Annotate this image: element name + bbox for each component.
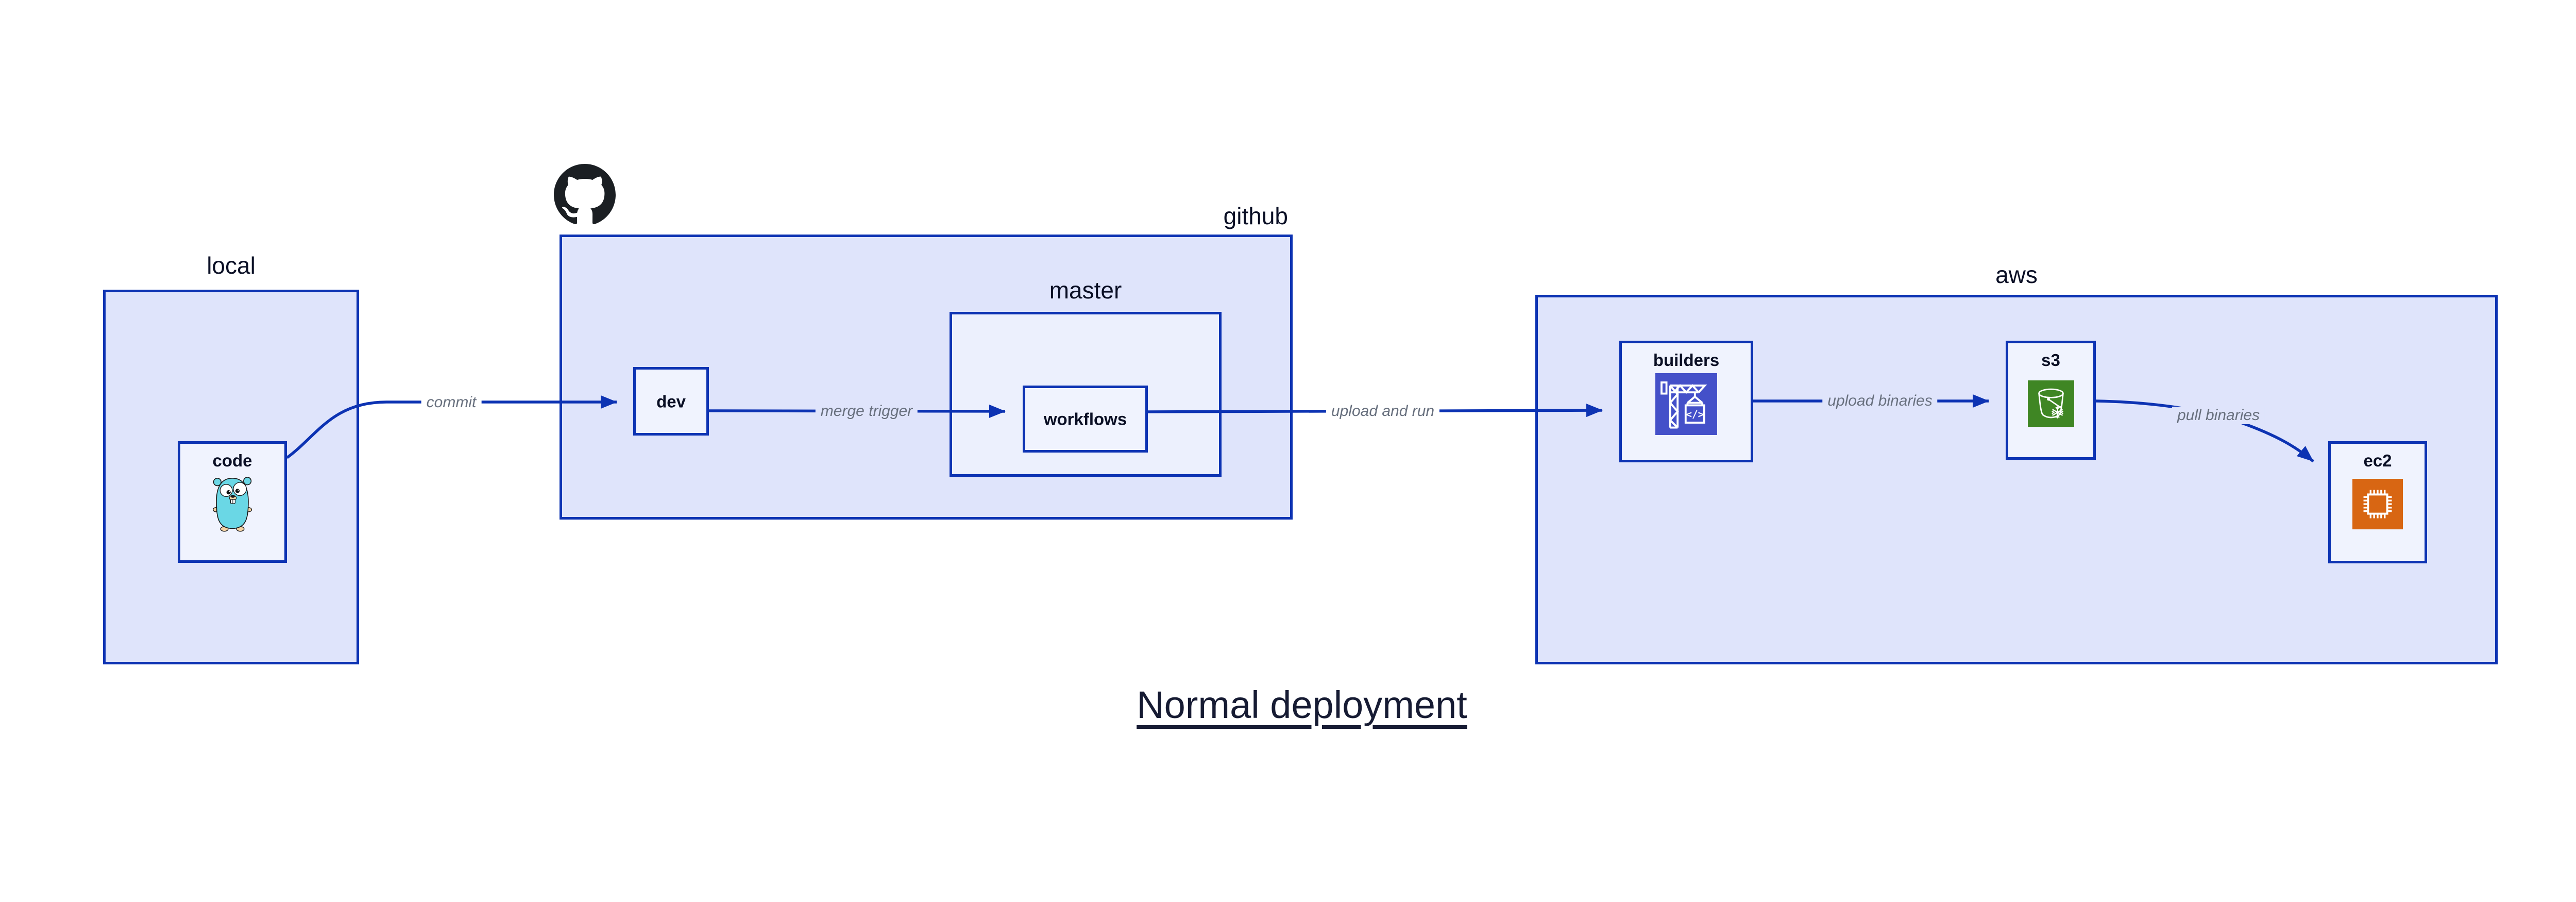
container-aws-label: aws	[1995, 261, 2038, 288]
container-local-label: local	[207, 252, 256, 279]
aws-s3-bucket-icon	[2027, 380, 2074, 429]
node-code: code	[178, 441, 287, 563]
node-ec2-label: ec2	[2363, 451, 2392, 470]
container-github-label: github	[1223, 203, 1288, 229]
edge-upload-binaries-label: upload binaries	[1822, 392, 1938, 410]
node-workflows: workflows	[1023, 386, 1148, 453]
edge-pull-binaries-label: pull binaries	[2172, 407, 2265, 424]
node-dev-label: dev	[656, 392, 686, 411]
edge-upload-and-run-label: upload and run	[1326, 403, 1440, 420]
aws-codebuild-icon: </>	[1655, 373, 1717, 438]
node-builders-label: builders	[1653, 350, 1720, 370]
container-master-label: master	[1049, 277, 1122, 304]
node-s3-label: s3	[2041, 350, 2060, 370]
node-code-label: code	[212, 451, 252, 470]
aws-ec2-chip-icon	[2352, 479, 2403, 532]
node-workflows-label: workflows	[1043, 409, 1127, 429]
edge-commit	[286, 395, 617, 459]
node-dev: dev	[633, 367, 709, 436]
node-ec2: ec2	[2328, 441, 2427, 563]
node-builders: builders </>	[1619, 341, 1753, 462]
svg-text:</>: </>	[1686, 408, 1704, 420]
go-gopher-icon	[211, 475, 253, 535]
edge-commit-label: commit	[421, 394, 482, 411]
github-octocat-icon	[554, 164, 616, 226]
node-s3: s3	[2006, 341, 2096, 460]
diagram-title: Normal deployment	[1137, 683, 1467, 726]
edge-merge-trigger-label: merge trigger	[815, 403, 918, 420]
